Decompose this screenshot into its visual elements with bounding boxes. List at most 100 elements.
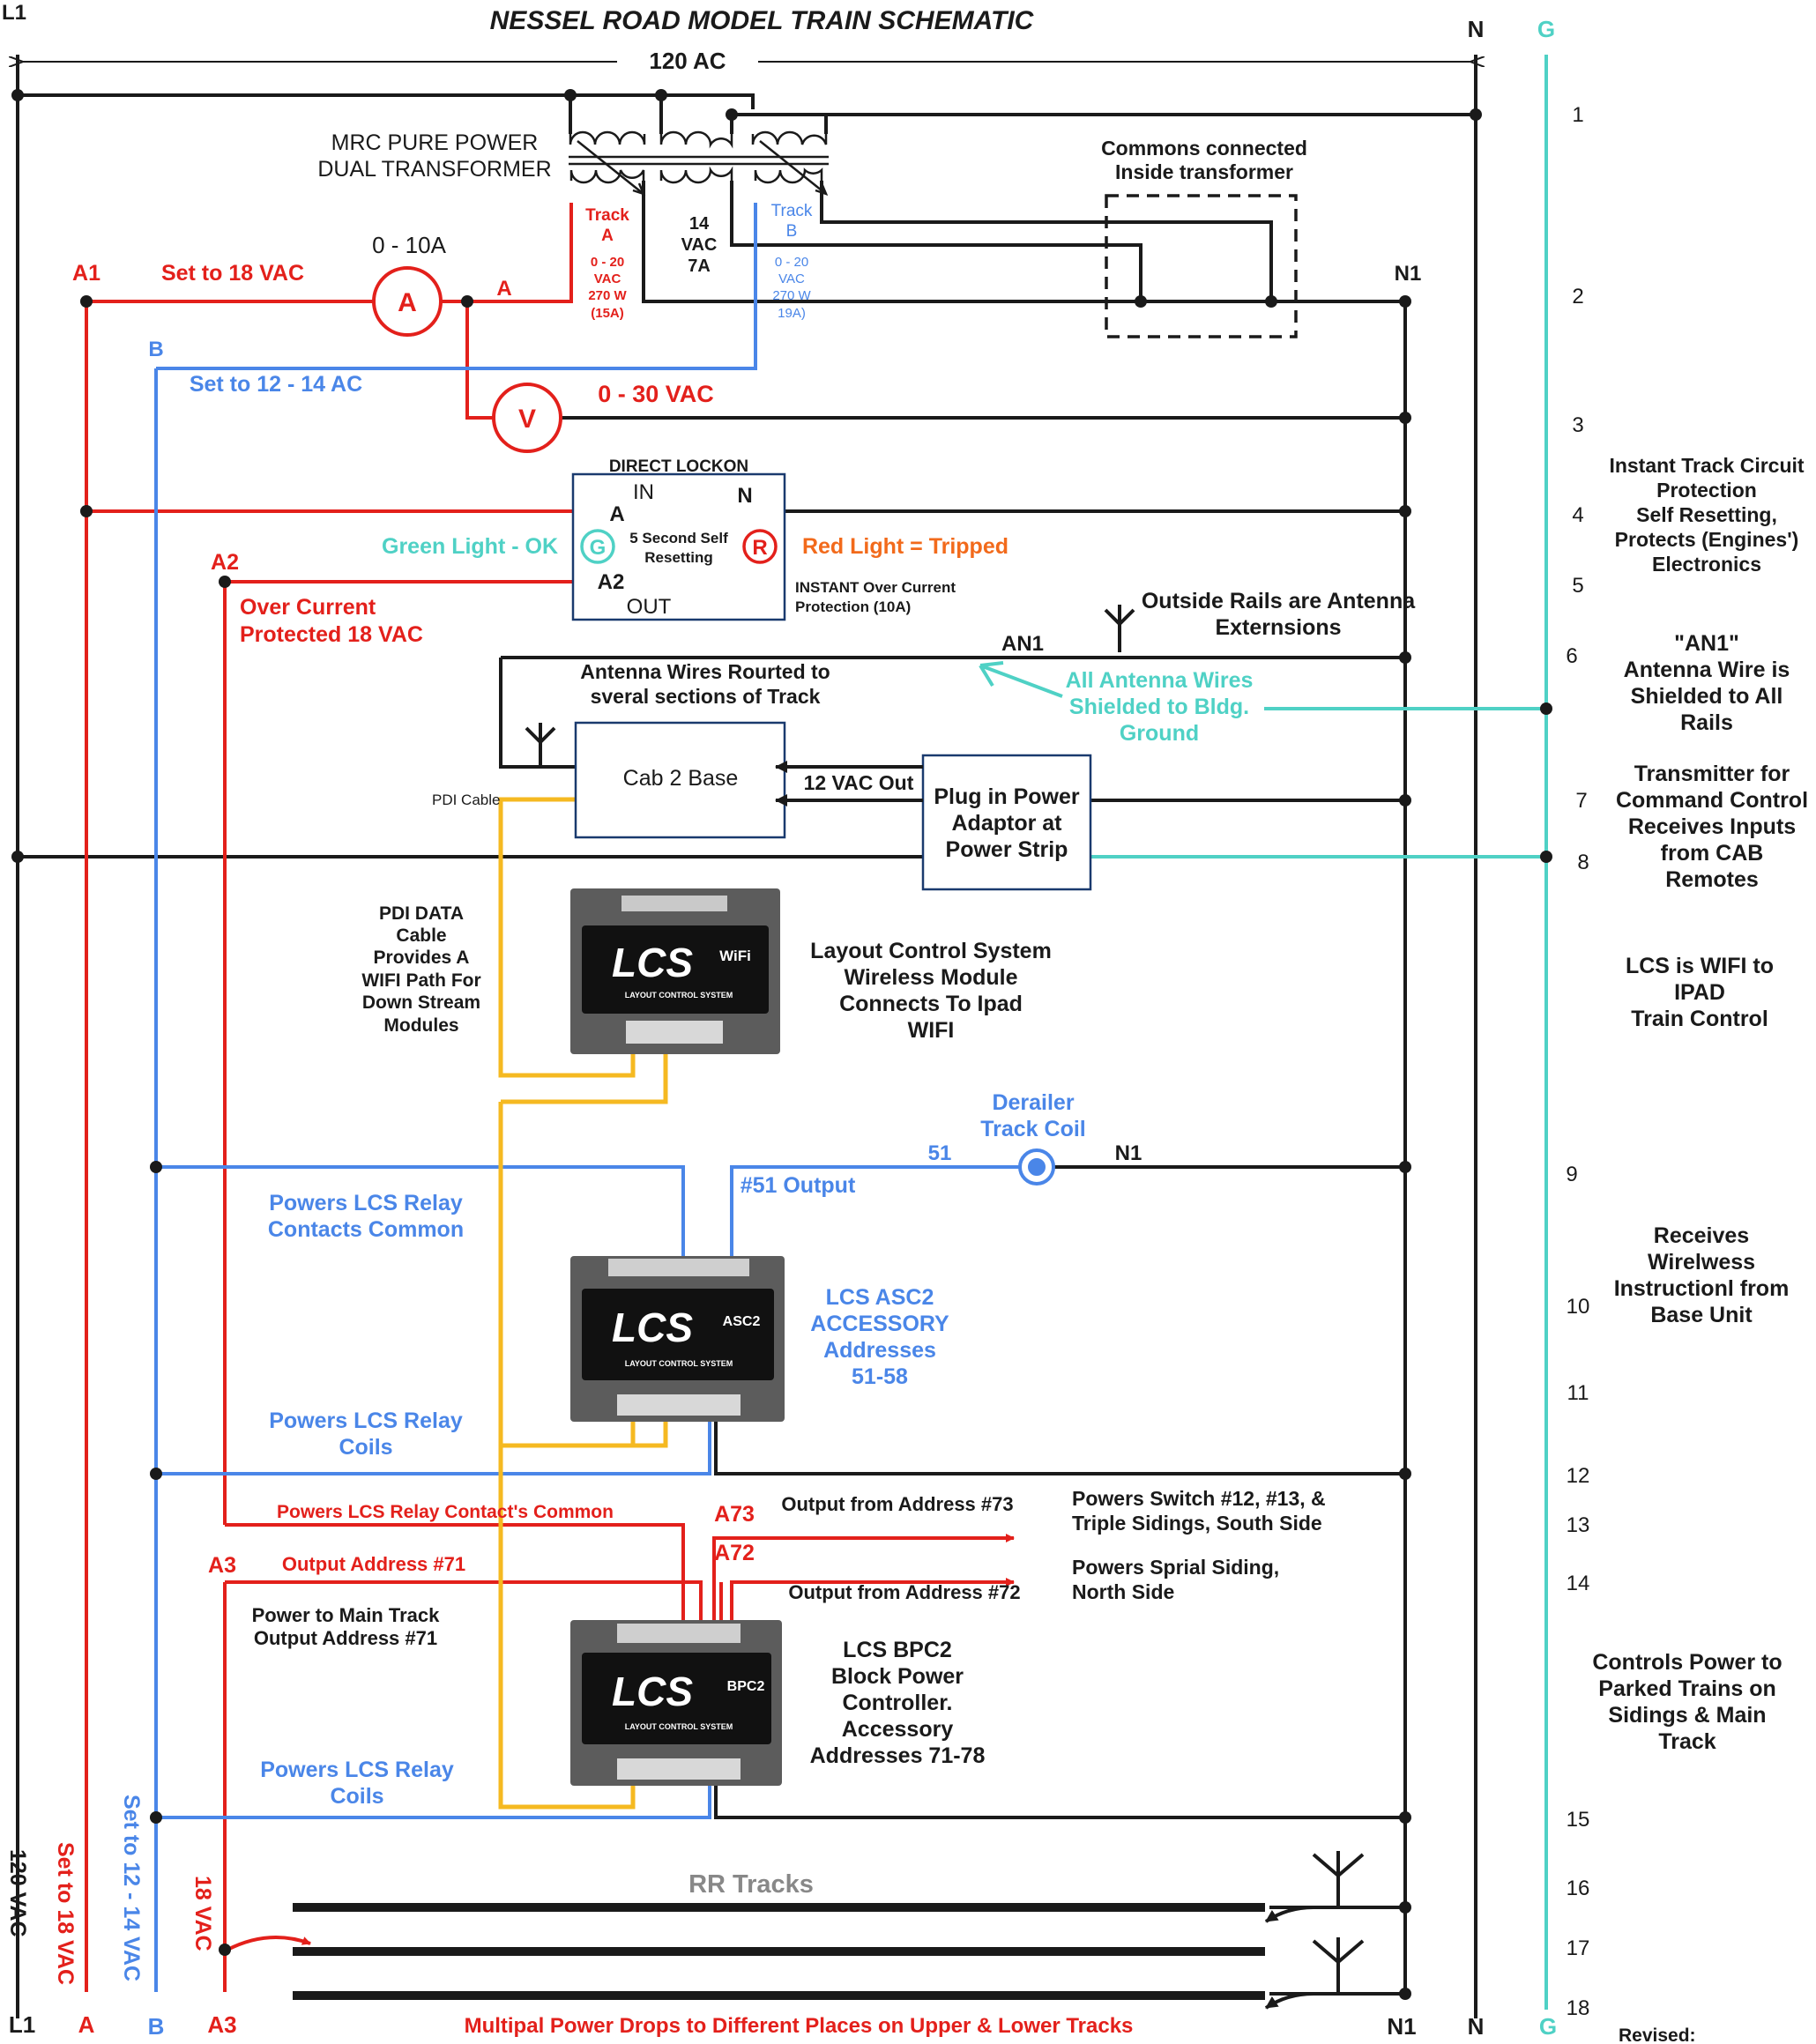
bpc2-desc-4: Accessory bbox=[842, 1717, 954, 1742]
track-a-label-2: A bbox=[601, 227, 614, 245]
track-a-spec-2: VAC bbox=[594, 271, 621, 286]
main-track-2: Output Address #71 bbox=[254, 1627, 437, 1649]
note-4-4: Protects (Engines') bbox=[1615, 528, 1799, 551]
wifi-badge: WiFi bbox=[719, 948, 751, 964]
commons-wire-2 bbox=[820, 181, 1273, 301]
wifi-desc-2: Wireless Module bbox=[844, 965, 1017, 990]
bottom-note: Multipal Power Drops to Different Places… bbox=[465, 2014, 1134, 2038]
bpc2-return bbox=[714, 1785, 1405, 1819]
track-a-label-1: Track bbox=[585, 206, 629, 225]
note-6-1: "AN1" bbox=[1674, 631, 1739, 656]
shielded-1: All Antenna Wires bbox=[1066, 668, 1254, 693]
track-a-spec-1: 0 - 20 bbox=[591, 255, 624, 270]
track-feed-arrow-1 bbox=[1264, 1906, 1314, 1923]
wifi-module bbox=[570, 888, 780, 1054]
a3-label: A3 bbox=[208, 1553, 236, 1578]
wires-blue bbox=[154, 203, 1019, 1992]
a72-label: A72 bbox=[714, 1541, 755, 1565]
note-10-3: Instructionl from bbox=[1614, 1276, 1790, 1301]
a2-rail bbox=[223, 580, 617, 1525]
rung-10: 10 bbox=[1567, 1295, 1590, 1319]
outside-rails-2: Externsions bbox=[1215, 615, 1341, 640]
powers-spiral-2: North Side bbox=[1072, 1580, 1174, 1603]
track-feed-arrow-2 bbox=[1264, 1992, 1314, 2010]
powers-spiral-1: Powers Sprial Siding, bbox=[1072, 1556, 1279, 1579]
note-10-1: Receives bbox=[1654, 1223, 1749, 1248]
track-b-spec-1: 0 - 20 bbox=[775, 255, 808, 270]
relay-coils-2a: Powers LCS Relay bbox=[260, 1758, 454, 1782]
adaptor-arrows bbox=[775, 761, 923, 806]
relay-coils-1a: Powers LCS Relay bbox=[269, 1409, 463, 1433]
bottom-a: A bbox=[78, 2011, 95, 2038]
note-7-1: Transmitter for bbox=[1634, 762, 1790, 786]
relay-coils-2b: Coils bbox=[330, 1784, 383, 1809]
main-track-1: Power to Main Track bbox=[252, 1604, 440, 1626]
a2-note-1: Over Current bbox=[240, 595, 376, 620]
red-light-symbol: R bbox=[752, 536, 767, 560]
antenna-routed-2: sveral sections of Track bbox=[591, 685, 821, 708]
wifi-desc-4: WIFI bbox=[908, 1018, 955, 1043]
b-rotated-label: Set to 12 - 14 VAC bbox=[119, 1795, 144, 1981]
lockon-a: A bbox=[609, 502, 624, 526]
asc2-brand: LCS bbox=[612, 1304, 693, 1350]
commons-note-1: Commons connected bbox=[1101, 137, 1307, 160]
output-73 bbox=[712, 1534, 1015, 1622]
note-4-3: Self Resetting, bbox=[1636, 503, 1777, 526]
a1-wire bbox=[86, 203, 573, 303]
lockon-title: DIRECT LOCKON bbox=[609, 457, 748, 476]
n-top-label: N bbox=[1468, 16, 1485, 42]
b-wire bbox=[156, 203, 757, 370]
bpc2-module bbox=[570, 1620, 782, 1786]
commons-note-2: Inside transformer bbox=[1115, 160, 1293, 183]
bottom-a3: A3 bbox=[207, 2011, 236, 2038]
rung-numbers: 1 2 3 4 5 6 7 8 9 10 11 12 13 14 15 16 1… bbox=[1566, 103, 1589, 2020]
bottom-g: G bbox=[1539, 2013, 1557, 2040]
pdi-cable bbox=[498, 797, 636, 1078]
wires-red bbox=[85, 203, 1015, 1992]
lockon-protection-2: Protection (10A) bbox=[795, 598, 911, 615]
a-node-label: A bbox=[496, 277, 511, 301]
voltmeter-symbol: V bbox=[518, 405, 536, 434]
wifi-desc-1: Layout Control System bbox=[810, 939, 1052, 963]
voltmeter-tap bbox=[465, 301, 494, 420]
wires-black bbox=[16, 55, 1477, 2018]
a1-label: A1 bbox=[72, 261, 100, 286]
pdi-data-3: Provides A bbox=[374, 948, 470, 968]
ammeter-symbol: A bbox=[398, 288, 417, 317]
output-71 bbox=[225, 1580, 703, 1622]
asc2-module bbox=[570, 1256, 785, 1422]
ammeter bbox=[372, 266, 443, 337]
bpc2-brand: LCS bbox=[612, 1669, 693, 1714]
lockon-a2: A2 bbox=[598, 570, 625, 594]
asc2-sub: LAYOUT CONTROL SYSTEM bbox=[625, 1359, 733, 1368]
commons-box bbox=[1105, 194, 1298, 338]
center-spec-3: 7A bbox=[688, 256, 711, 276]
bottom-b: B bbox=[148, 2013, 165, 2040]
relay-contact-common bbox=[225, 1523, 685, 1622]
green-light-symbol: G bbox=[590, 536, 607, 560]
green-light-icon bbox=[580, 529, 615, 564]
bottom-n1: N1 bbox=[1387, 2013, 1416, 2040]
rung-12: 12 bbox=[1567, 1464, 1590, 1488]
note-7-3: Receives Inputs bbox=[1628, 814, 1796, 839]
note-lcs-3: Train Control bbox=[1631, 1007, 1768, 1031]
junction-dots bbox=[11, 89, 1552, 2000]
a1-setting: Set to 18 VAC bbox=[161, 261, 304, 286]
g-top-label: G bbox=[1537, 16, 1555, 42]
rung-15: 15 bbox=[1567, 1808, 1590, 1832]
relay-common-1: Powers LCS Relay bbox=[269, 1191, 463, 1215]
pdi-data-6: Modules bbox=[383, 1015, 458, 1036]
bpc2-sub: LAYOUT CONTROL SYSTEM bbox=[625, 1722, 733, 1731]
output-72 bbox=[730, 1578, 1015, 1622]
wires-teal bbox=[979, 55, 1548, 2010]
center-spec-1: 14 bbox=[689, 214, 710, 234]
note-7-2: Command Control bbox=[1616, 788, 1808, 813]
asc2-badge: ASC2 bbox=[723, 1314, 761, 1329]
note-15-2: Parked Trains on bbox=[1598, 1676, 1775, 1701]
l1-top-label: L1 bbox=[2, 1, 26, 25]
relay-contact-common-label: Powers LCS Relay Contact's Common bbox=[277, 1502, 614, 1522]
center-spec-2: VAC bbox=[681, 235, 718, 255]
note-6-4: Rails bbox=[1680, 710, 1733, 735]
rung-13: 13 bbox=[1567, 1513, 1590, 1537]
pdi-cable-label: PDI Cable bbox=[432, 792, 500, 808]
